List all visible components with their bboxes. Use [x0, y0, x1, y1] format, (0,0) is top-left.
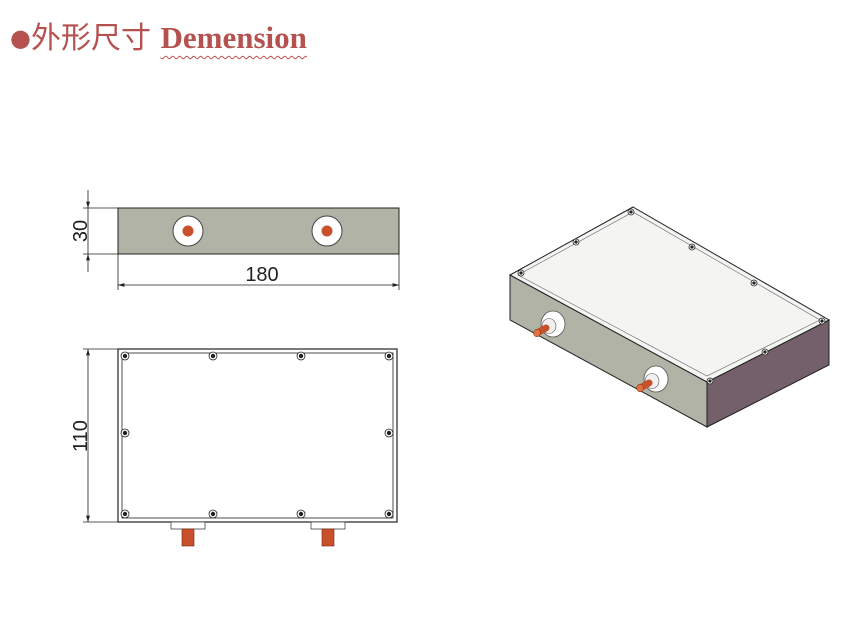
top-connector-left — [170, 521, 206, 547]
screw-icon — [706, 377, 714, 385]
screw-icon — [818, 317, 826, 325]
screw-icon — [120, 428, 130, 438]
screw-icon — [517, 269, 525, 277]
dimension-height-label: 30 — [70, 220, 92, 242]
top-view: 110 — [70, 348, 398, 547]
dimension-length-label: 180 — [245, 264, 278, 286]
screw-icon — [208, 351, 218, 361]
screw-icon — [384, 351, 394, 361]
screw-icon — [750, 279, 758, 287]
screw-icon — [120, 351, 130, 361]
screw-icon — [296, 509, 306, 519]
dimension-length: 180 — [117, 254, 400, 290]
screw-icon — [208, 509, 218, 519]
dimension-width: 110 — [70, 348, 118, 523]
screw-icon — [296, 351, 306, 361]
isometric-view — [508, 206, 831, 428]
screw-icon — [384, 428, 394, 438]
top-view-screws — [120, 351, 394, 519]
iso-connector-right — [636, 365, 669, 393]
screw-icon — [572, 238, 580, 246]
front-connector-right — [311, 215, 343, 247]
dimension-width-label: 110 — [70, 420, 92, 452]
bullet-icon: ● — [10, 24, 31, 52]
top-connector-right — [310, 521, 346, 547]
screw-icon — [761, 348, 769, 356]
page-title: ●外形尺寸 Demension — [10, 18, 307, 59]
title-en: Demension — [160, 20, 307, 55]
title-cn: 外形尺寸 — [30, 21, 151, 56]
dimension-height: 30 — [70, 190, 118, 272]
screw-icon — [384, 509, 394, 519]
screw-icon — [688, 243, 696, 251]
screw-icon — [627, 208, 635, 216]
iso-connector-left — [533, 310, 566, 338]
front-connector-left — [172, 215, 204, 247]
front-view: 30 180 — [70, 190, 400, 290]
isometric-screws — [517, 208, 826, 385]
screw-icon — [120, 509, 130, 519]
